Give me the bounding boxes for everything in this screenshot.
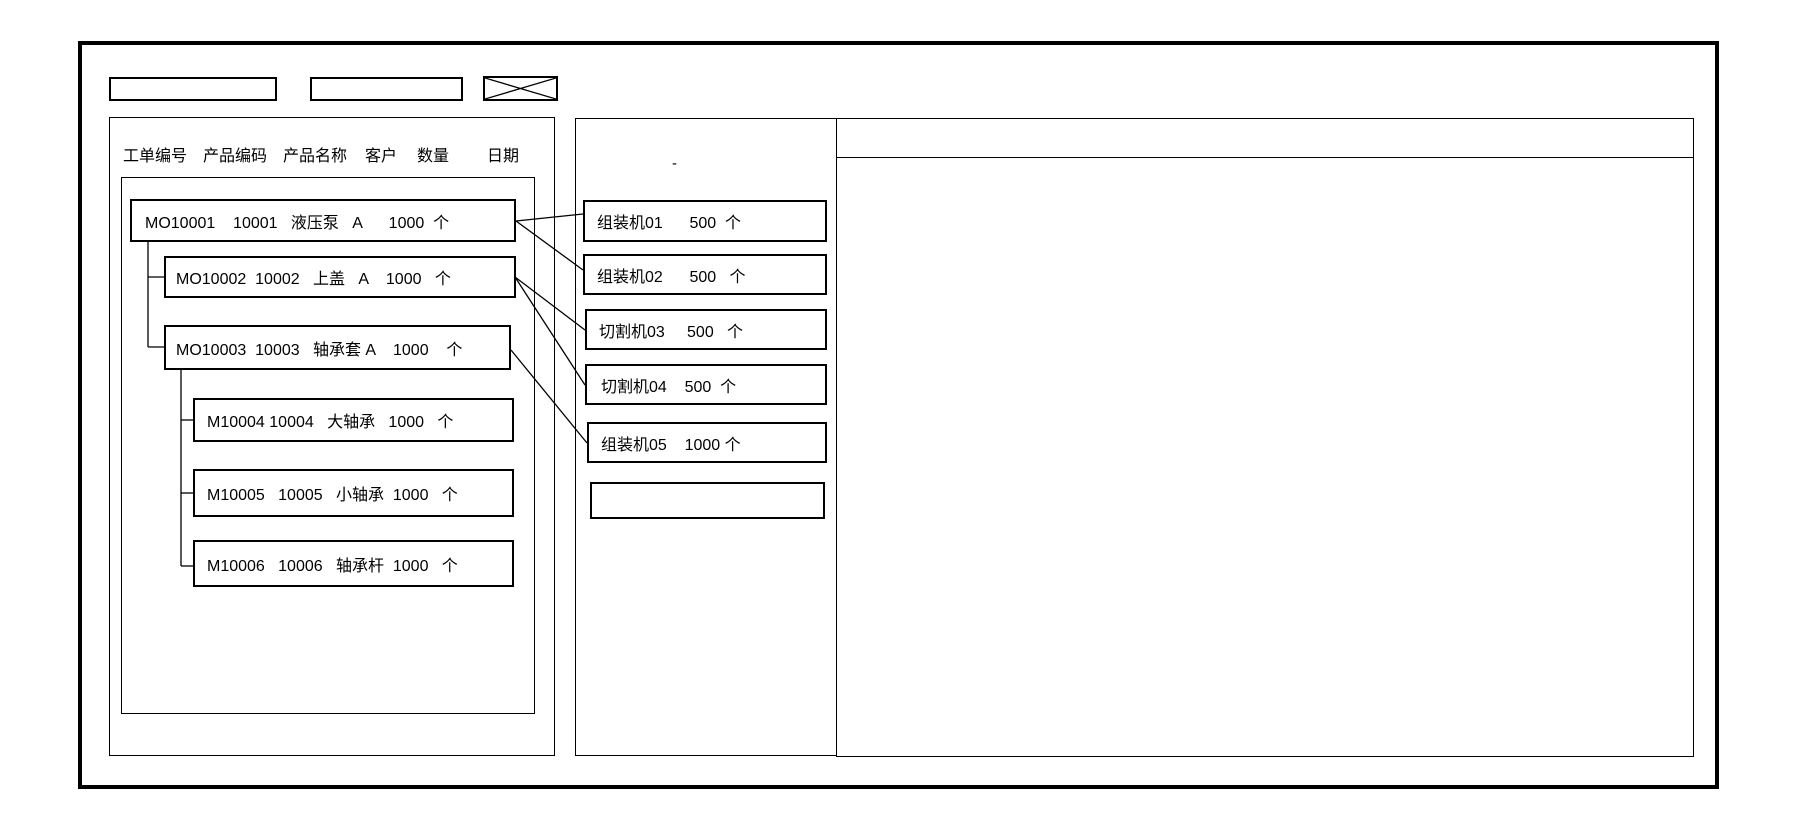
top-input-field-2[interactable] (310, 77, 463, 101)
machine-node-label: 组装机01 500 个 (597, 215, 742, 232)
schedule-panel (836, 118, 1694, 757)
column-header-product-code: 产品编码 (203, 148, 268, 165)
order-node-label: M10006 10006 轴承杆 1000 个 (207, 557, 458, 575)
column-header-date: 日期 (487, 148, 520, 165)
stray-dash-mark: - (672, 155, 677, 172)
machine-node-qiegeji04[interactable]: 切割机04 500 个 (585, 364, 827, 405)
close-button[interactable] (483, 76, 558, 101)
window-frame (78, 41, 1719, 789)
x-crossed-box-icon (485, 78, 556, 99)
order-node-MO10002[interactable]: MO10002 10002 上盖 A 1000 个 (164, 256, 516, 298)
order-node-label: MO10001 10001 液压泵 A 1000 个 (145, 214, 450, 232)
machine-node-label: 切割机04 500 个 (601, 378, 737, 396)
column-header-customer: 客户 (365, 148, 398, 165)
order-node-M10004[interactable]: M10004 10004 大轴承 1000 个 (193, 398, 514, 442)
order-node-label: M10005 10005 小轴承 1000 个 (207, 487, 458, 504)
order-node-label: MO10003 10003 轴承套 A 1000 个 (176, 341, 463, 359)
order-node-M10006[interactable]: M10006 10006 轴承杆 1000 个 (193, 540, 514, 587)
order-node-MO10003[interactable]: MO10003 10003 轴承套 A 1000 个 (164, 325, 511, 370)
machine-node-label: 组装机05 1000 个 (601, 436, 741, 454)
order-node-label: M10004 10004 大轴承 1000 个 (207, 414, 454, 431)
column-header-product-name: 产品名称 (283, 148, 348, 165)
order-node-MO10001[interactable]: MO10001 10001 液压泵 A 1000 个 (130, 199, 516, 242)
order-node-M10005[interactable]: M10005 10005 小轴承 1000 个 (193, 469, 514, 517)
machine-node-label: 切割机03 500 个 (599, 323, 744, 341)
schedule-panel-header (837, 119, 1693, 158)
column-header-order-no: 工单编号 (123, 148, 188, 165)
machine-node-zuzhuangji05[interactable]: 组装机05 1000 个 (587, 422, 827, 463)
machine-node-zuzhuangji02[interactable]: 组装机02 500 个 (583, 254, 827, 295)
order-node-label: MO10002 10002 上盖 A 1000 个 (176, 271, 451, 288)
machine-node-empty-slot[interactable] (590, 482, 825, 519)
machine-node-zuzhuangji01[interactable]: 组装机01 500 个 (583, 200, 827, 242)
column-header-qty: 数量 (417, 148, 450, 165)
top-input-field-1[interactable] (109, 77, 277, 101)
machine-node-qiegeji03[interactable]: 切割机03 500 个 (585, 309, 827, 350)
machine-node-label: 组装机02 500 个 (597, 268, 746, 286)
